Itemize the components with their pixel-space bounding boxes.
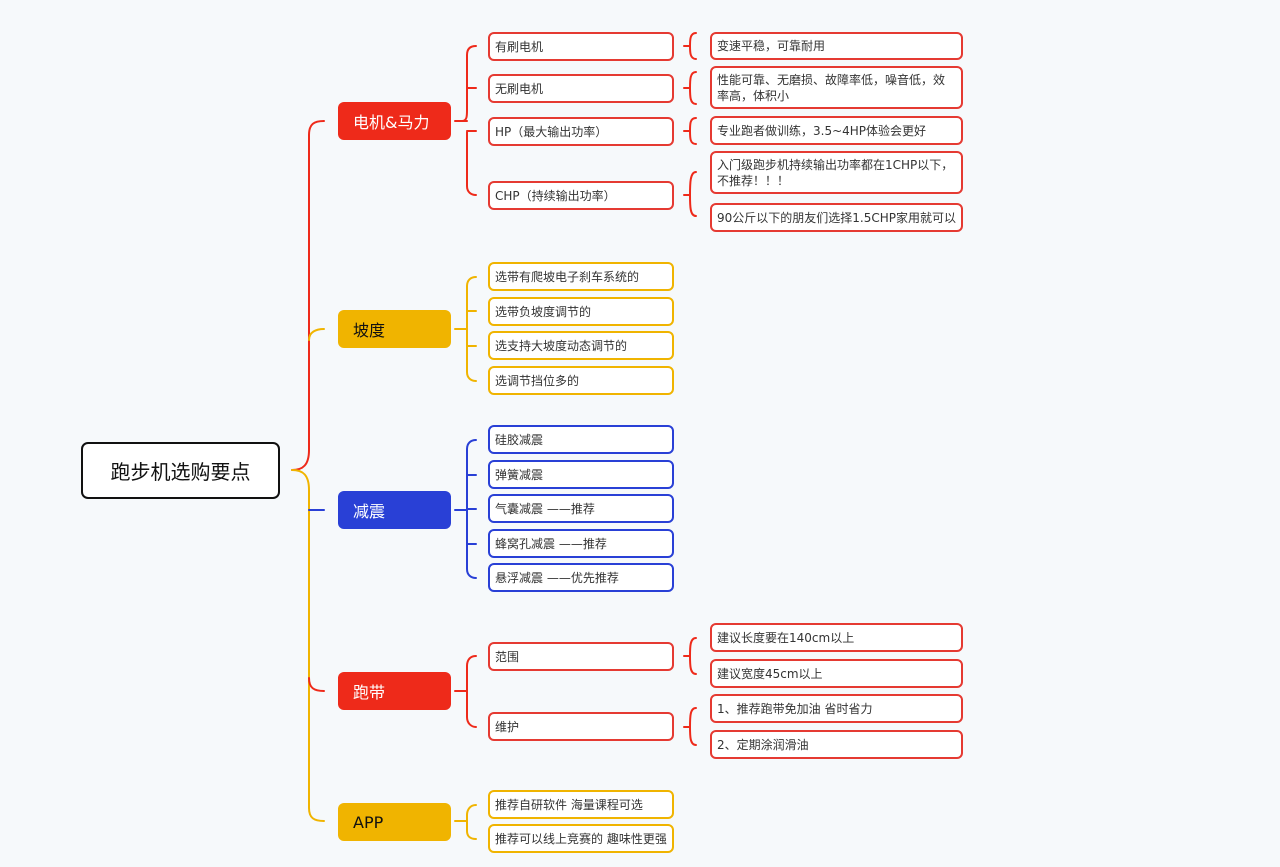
- brace-brushed: [683, 32, 697, 60]
- incline-brace: [454, 276, 477, 382]
- cushion-item[interactable]: 悬浮减震 ——优先推荐: [488, 563, 674, 592]
- branch-motor[interactable]: 电机&马力: [338, 102, 451, 140]
- node-label: 悬浮减震 ——优先推荐: [495, 570, 619, 585]
- root-label: 跑步机选购要点: [110, 460, 251, 484]
- note-label: 变速平稳，可靠耐用: [717, 39, 826, 53]
- node-hp[interactable]: HP（最大输出功率）: [488, 117, 674, 146]
- belt-brace: [454, 655, 477, 728]
- note-chp-2[interactable]: 90公斤以下的朋友们选择1.5CHP家用就可以: [710, 203, 963, 232]
- node-label: 气囊减震 ——推荐: [495, 501, 595, 516]
- node-label: 选带负坡度调节的: [495, 304, 592, 319]
- node-label: 推荐自研软件 海量课程可选: [495, 797, 643, 812]
- branch-motor-label: 电机&马力: [353, 113, 430, 132]
- node-label: 选调节挡位多的: [495, 373, 580, 388]
- note-brushed[interactable]: 变速平稳，可靠耐用: [710, 32, 963, 60]
- node-label: 选支持大坡度动态调节的: [495, 338, 628, 353]
- note-range-2[interactable]: 建议宽度45cm以上: [710, 659, 963, 688]
- branch-belt[interactable]: 跑带: [338, 672, 451, 710]
- cushion-item[interactable]: 蜂窝孔减震 ——推荐: [488, 529, 674, 558]
- brace-maintain: [683, 707, 697, 746]
- root-connector-yellow: [291, 469, 325, 822]
- note-label: 性能可靠、无磨损、故障率低，噪音低，效率高，体积小: [717, 72, 946, 103]
- app-item[interactable]: 推荐自研软件 海量课程可选: [488, 790, 674, 819]
- node-label: 硅胶减震: [495, 432, 544, 447]
- incline-item[interactable]: 选带有爬坡电子刹车系统的: [488, 262, 674, 291]
- brace-range: [683, 637, 697, 675]
- node-label: 推荐可以线上竞赛的 趣味性更强: [495, 831, 667, 846]
- node-label: 蜂窝孔减震 ——推荐: [495, 536, 607, 551]
- cushion-item[interactable]: 气囊减震 ——推荐: [488, 494, 674, 523]
- motor-brace: [454, 45, 477, 196]
- app-brace: [454, 804, 477, 840]
- note-maintain-2[interactable]: 2、定期涂润滑油: [710, 730, 963, 759]
- cushion-brace: [454, 439, 477, 579]
- note-hp[interactable]: 专业跑者做训练，3.5~4HP体验会更好: [710, 116, 963, 145]
- note-range-1[interactable]: 建议长度要在140cm以上: [710, 623, 963, 652]
- cushion-item[interactable]: 弹簧减震: [488, 460, 674, 489]
- root-node[interactable]: 跑步机选购要点: [81, 442, 280, 499]
- note-label: 1、推荐跑带免加油 省时省力: [717, 701, 873, 716]
- note-brushless[interactable]: 性能可靠、无磨损、故障率低，噪音低，效率高，体积小: [710, 66, 963, 109]
- node-brushless-motor[interactable]: 无刷电机: [488, 74, 674, 103]
- root-connector-red: [291, 120, 325, 471]
- branch-app-label: APP: [353, 812, 384, 832]
- note-label: 2、定期涂润滑油: [717, 737, 809, 752]
- brace-brushless: [683, 71, 697, 105]
- node-label: 范围: [495, 649, 520, 664]
- node-belt-maintain[interactable]: 维护: [488, 712, 674, 741]
- brace-chp: [683, 171, 697, 217]
- note-label: 建议长度要在140cm以上: [717, 630, 855, 645]
- branch-app[interactable]: APP: [338, 803, 451, 841]
- note-label: 专业跑者做训练，3.5~4HP体验会更好: [717, 123, 927, 138]
- node-label: 有刷电机: [495, 39, 544, 54]
- node-label: HP（最大输出功率）: [495, 124, 608, 139]
- incline-item[interactable]: 选调节挡位多的: [488, 366, 674, 395]
- app-item[interactable]: 推荐可以线上竞赛的 趣味性更强: [488, 824, 674, 853]
- branch-incline-label: 坡度: [353, 321, 386, 340]
- root-connector-yellow-incline: [308, 328, 325, 341]
- branch-cushion-label: 减震: [353, 502, 386, 521]
- note-chp-1[interactable]: 入门级跑步机持续输出功率都在1CHP以下，不推荐！！！: [710, 151, 963, 194]
- node-label: 选带有爬坡电子刹车系统的: [495, 269, 640, 284]
- cushion-item[interactable]: 硅胶减震: [488, 425, 674, 454]
- node-belt-range[interactable]: 范围: [488, 642, 674, 671]
- node-label: 弹簧减震: [495, 467, 544, 482]
- node-label: CHP（持续输出功率）: [495, 188, 616, 203]
- note-maintain-1[interactable]: 1、推荐跑带免加油 省时省力: [710, 694, 963, 723]
- brace-hp: [683, 117, 697, 145]
- branch-cushion[interactable]: 减震: [338, 491, 451, 529]
- node-label: 无刷电机: [495, 81, 544, 96]
- note-label: 入门级跑步机持续输出功率都在1CHP以下，不推荐！！！: [717, 157, 954, 188]
- node-chp[interactable]: CHP（持续输出功率）: [488, 181, 674, 210]
- note-label: 建议宽度45cm以上: [717, 666, 823, 681]
- root-connector-red-belt: [308, 677, 325, 692]
- branch-incline[interactable]: 坡度: [338, 310, 451, 348]
- incline-item[interactable]: 选带负坡度调节的: [488, 297, 674, 326]
- branch-belt-label: 跑带: [353, 683, 386, 702]
- incline-item[interactable]: 选支持大坡度动态调节的: [488, 331, 674, 360]
- node-label: 维护: [495, 719, 520, 734]
- node-brushed-motor[interactable]: 有刷电机: [488, 32, 674, 61]
- note-label: 90公斤以下的朋友们选择1.5CHP家用就可以: [717, 210, 956, 225]
